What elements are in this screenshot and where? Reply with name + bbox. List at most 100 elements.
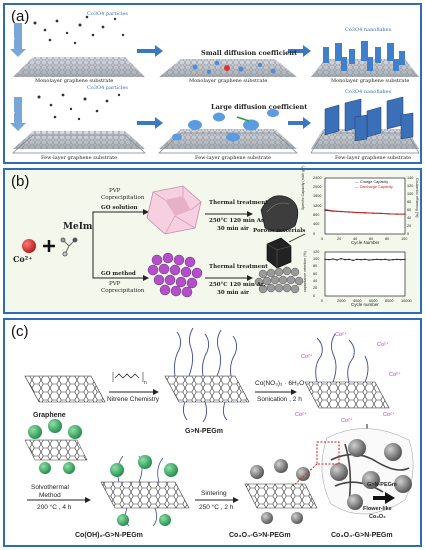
branch-bottom xyxy=(92,246,147,279)
zoom-line xyxy=(292,463,318,487)
mono-substrate-3: Monolayer graphene substrate xyxy=(331,78,410,84)
thermal-label-top: Thermal treatment xyxy=(209,200,268,206)
go-solution-label: GO solution xyxy=(101,205,138,211)
go-method-label: GO method xyxy=(101,271,136,277)
chart1-y2tick: 0 xyxy=(407,231,410,236)
chart1-xtick: 100 xyxy=(401,237,408,241)
chart1-xtick: 0 xyxy=(321,237,324,241)
chart1-y2tick: 140 xyxy=(407,175,414,180)
chart1-ytick: 400 xyxy=(313,222,320,227)
chart2-point xyxy=(324,258,326,261)
chart1-ytick: 1600 xyxy=(313,194,322,199)
coprecip-label-top: Coprecipitation xyxy=(101,195,145,201)
chart2-point xyxy=(380,259,382,261)
chart2-point xyxy=(392,259,394,261)
deposit-label-bottom: Deposit xyxy=(10,101,16,121)
nanoflakes-row1 xyxy=(323,41,405,71)
chart2-point xyxy=(352,259,354,262)
chart1-point xyxy=(348,211,350,213)
thermal-cond1-bottom: 250°C 120 min Ar, xyxy=(209,282,266,288)
few-substrate-3: Few-layer graphene substrate xyxy=(335,155,412,161)
co3o4-small-label: Co₃O₄ xyxy=(369,514,386,520)
co3o4-sheet xyxy=(244,459,318,524)
pvp-label-top: PVP xyxy=(109,188,121,194)
deposit-arrow-bottom xyxy=(14,97,22,123)
thermal-cond1-top: 250°C 120 min Ar, xyxy=(209,218,266,224)
zif-sphere-cluster xyxy=(147,252,203,298)
capacity-plot-area xyxy=(324,177,406,235)
green-cluster-left xyxy=(24,419,88,474)
gnpegm-label: G>N-PEGm xyxy=(185,428,223,435)
diffusion-arrow xyxy=(236,116,250,122)
capacity-ylabel: Specific Capacity (mAh g⁻¹) xyxy=(301,165,305,210)
panel-c-illustration xyxy=(24,327,414,527)
branch-top xyxy=(92,211,147,246)
monolayer-sheet-1 xyxy=(13,57,145,77)
product-co3o4-label: Co₃O₄-G>N-PEGm xyxy=(229,532,291,539)
graphene-label: Graphene xyxy=(33,412,66,419)
chart1-point xyxy=(324,208,326,211)
capacity-y2label: Coulombic efficiency (%) xyxy=(415,178,419,218)
chart1-point xyxy=(340,210,342,213)
chart1-point xyxy=(380,212,382,215)
chart1-xtick: 80 xyxy=(385,237,390,241)
fewlayer-sheet-2 xyxy=(158,129,298,154)
chart1-ytick: 2000 xyxy=(313,184,322,189)
panel-c-label: (c) xyxy=(11,323,29,340)
panel-a-label: (a) xyxy=(11,8,30,25)
chart1-point xyxy=(404,213,406,215)
chart2-point xyxy=(372,259,374,261)
sonication-label: Sonication , 2 h xyxy=(257,396,302,403)
gnpegm-sheet xyxy=(164,327,250,423)
mono-substrate-1: Monolayer graphene substrate xyxy=(35,78,114,84)
meim-label: MeIm xyxy=(63,222,93,232)
retention-plot-area xyxy=(324,251,406,297)
chart2-xtick: 4000 xyxy=(353,299,362,303)
legend-discharge: — Discharge Capacity xyxy=(355,185,393,189)
small-diffusion-label: Small diffusion coefficient xyxy=(201,49,298,57)
deposit-arrow-top xyxy=(14,23,22,49)
carbon-sheet-top xyxy=(260,195,299,232)
coprecip-label-bottom: Coprecipitation xyxy=(101,288,145,294)
panel-b-illustration xyxy=(22,177,406,298)
particles-label-top: Co3O4 particles xyxy=(87,11,128,17)
arrow-a1 xyxy=(137,45,163,57)
chart2-xtick: 0 xyxy=(321,299,324,303)
chart1-y2tick: 40 xyxy=(407,215,412,220)
monolayer-sheet-3 xyxy=(311,59,419,77)
nanoflakes-row2 xyxy=(324,96,414,142)
chart1-point xyxy=(396,213,398,215)
peg-formula xyxy=(114,373,140,379)
arrow-a4 xyxy=(288,117,311,129)
deposit-label-top: Deposit xyxy=(10,27,16,47)
cond-250-label: 250 °C , 2 h xyxy=(199,504,234,511)
chart2-point xyxy=(360,259,362,261)
sintering-label: Sintering xyxy=(201,490,227,497)
product-cooh-label: Co(OH)₂-G>N-PEGm xyxy=(75,532,143,539)
chart2-ytick: 60 xyxy=(313,271,318,276)
nanoflakes-label-top: Co3O4 nanoflakes xyxy=(345,27,392,33)
co-ion-label-4: Co²⁺ xyxy=(389,372,401,378)
chart1-ytick: 800 xyxy=(313,212,320,217)
formula-n-label: n xyxy=(144,380,147,386)
porous-sheet xyxy=(254,266,304,294)
flower-arrow xyxy=(373,492,395,504)
few-substrate-1: Few-layer graphene substrate xyxy=(41,155,118,161)
chart2-xtick: 6000 xyxy=(369,299,378,303)
co-ion-label-2: Co²⁺ xyxy=(377,342,389,348)
pvp-label-bottom: PVP xyxy=(109,281,121,287)
particles-label-bottom: Co3O4 particles xyxy=(87,85,128,91)
particles-row1 xyxy=(33,15,125,45)
thermal-cond2-bottom: 30 min air xyxy=(217,290,249,296)
legend-charge: — Charge Capacity xyxy=(355,180,389,184)
chart2-point xyxy=(396,258,398,261)
graphene-sheet xyxy=(24,375,106,403)
panel-c: (c) xyxy=(3,318,422,547)
meim-molecule xyxy=(60,237,78,257)
flower-structure xyxy=(292,428,414,515)
thermal-cond2-top: 30 min air xyxy=(217,226,249,232)
arrow-a2 xyxy=(288,45,311,57)
chart1-point xyxy=(364,211,366,214)
chart1-point xyxy=(388,213,390,215)
co-decorated-sheet xyxy=(304,333,390,409)
